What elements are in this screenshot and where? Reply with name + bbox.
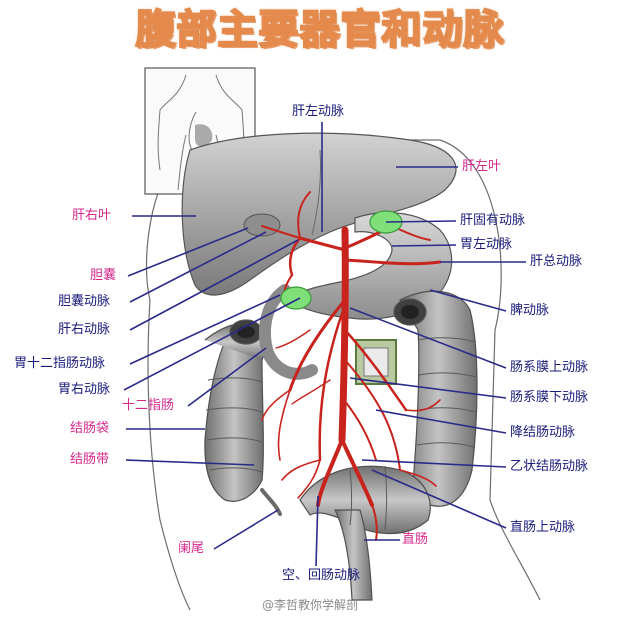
label-cystic-artery: 胆囊动脉 [58, 294, 111, 309]
label-right-hepatic-artery: 肝右动脉 [58, 322, 111, 337]
label-left-gastric-artery: 胃左动脉 [460, 237, 513, 252]
label-superior-rectal-artery: 直肠上动脉 [510, 520, 576, 535]
label-appendix: 阑尾 [178, 541, 205, 556]
label-splenic-artery: 脾动脉 [510, 303, 550, 318]
label-right-lobe-of-liver: 肝右叶 [72, 208, 112, 223]
label-common-hepatic-artery: 肝总动脉 [530, 254, 583, 269]
label-descending-colon-artery: 降结肠动脉 [510, 425, 576, 440]
colon [204, 290, 478, 601]
label-duodenum: 十二指肠 [122, 398, 175, 413]
label-inferior-mesenteric-artery: 肠系膜下动脉 [510, 390, 589, 405]
arterial-tree [261, 191, 442, 541]
label-right-gastric-artery: 胃右动脉 [58, 382, 111, 397]
appendix [260, 488, 282, 516]
label-gallbladder: 胆囊 [90, 268, 117, 283]
label-taenia-coli: 结肠带 [70, 452, 110, 467]
diagram-title: 腹部主要器官和动脉 [135, 6, 505, 54]
label-proper-hepatic-artery: 肝固有动脉 [460, 213, 526, 228]
label-superior-mesenteric-artery: 肠系膜上动脉 [510, 360, 589, 375]
label-haustra: 结肠袋 [70, 421, 110, 436]
stomach [286, 212, 453, 320]
label-left-lobe-of-liver: 肝左叶 [462, 159, 502, 174]
label-jejunal-ileal-arteries: 空、回肠动脉 [282, 568, 361, 583]
watermark: @李哲教你学解剖 [262, 598, 359, 612]
leader-lines [123, 122, 526, 567]
body-silhouette [145, 139, 541, 611]
label-left-hepatic-artery: 肝左动脉 [292, 104, 345, 119]
label-sigmoid-artery: 乙状结肠动脉 [510, 459, 589, 474]
label-rectum: 直肠 [402, 532, 429, 547]
label-gastroduodenal-artery: 胃十二指肠动脉 [14, 356, 106, 371]
